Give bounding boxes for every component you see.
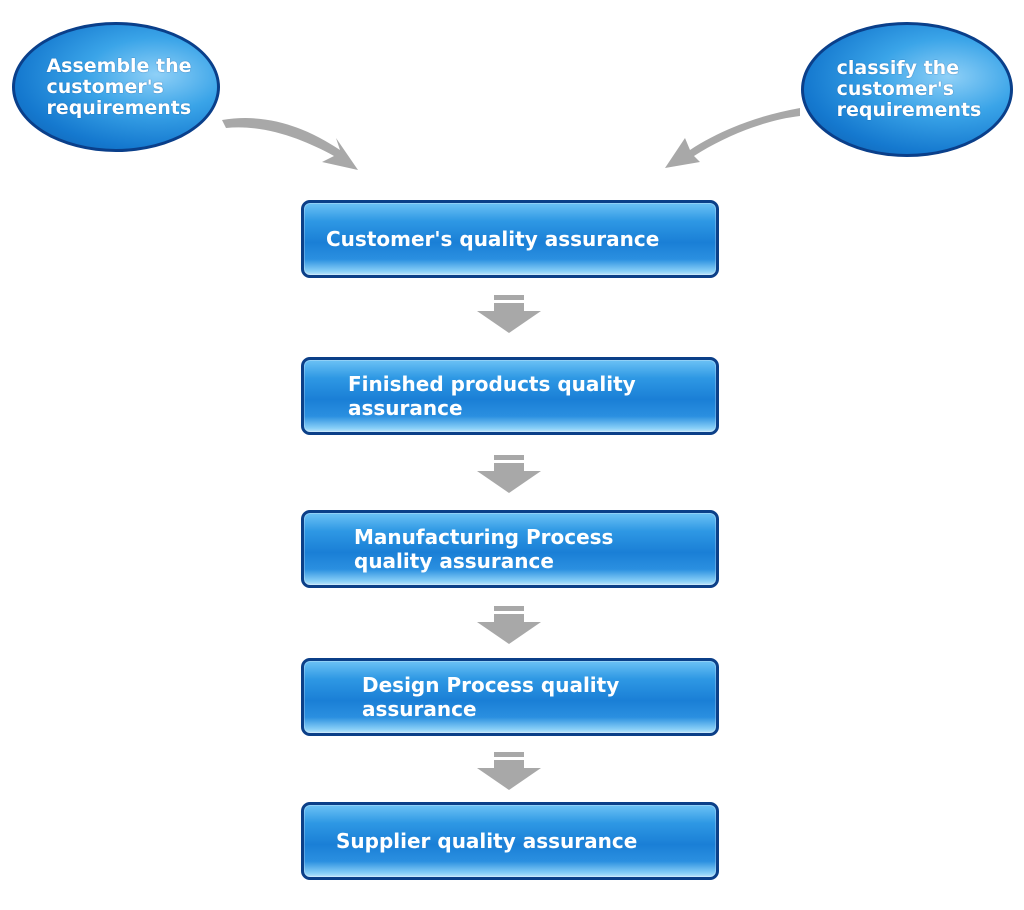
down-arrow-icon [473, 750, 545, 792]
input-ellipse-assemble: Assemble the customer's requirements [12, 22, 220, 152]
step-label: Design Process quality assurance [362, 673, 620, 721]
curved-arrow-right-icon [665, 108, 800, 168]
step-box-supplier: Supplier quality assurance [301, 802, 719, 880]
curved-arrow-left-icon [222, 118, 358, 170]
down-arrow-icon [473, 604, 545, 646]
step-label: Supplier quality assurance [336, 829, 638, 853]
down-arrow-icon [473, 453, 545, 495]
step-box-customer: Customer's quality assurance [301, 200, 719, 278]
input-label: Assemble the customer's requirements [46, 54, 192, 119]
step-label: Customer's quality assurance [326, 227, 660, 251]
input-label: classify the customer's requirements [836, 57, 982, 121]
step-box-finished-products: Finished products quality assurance [301, 357, 719, 435]
step-label: Manufacturing Process quality assurance [354, 525, 614, 573]
step-label: Finished products quality assurance [348, 372, 636, 420]
step-box-manufacturing: Manufacturing Process quality assurance [301, 510, 719, 588]
input-ellipse-classify: classify the customer's requirements [801, 22, 1013, 157]
step-box-design: Design Process quality assurance [301, 658, 719, 736]
down-arrow-icon [473, 293, 545, 335]
